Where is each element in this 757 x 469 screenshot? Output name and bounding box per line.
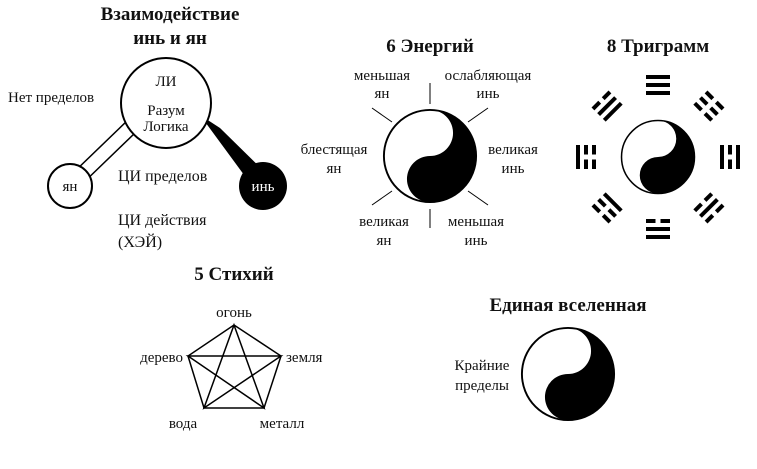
energy-weakening-yin-line2: инь bbox=[477, 86, 500, 102]
elements-pentagram bbox=[185, 322, 284, 410]
hei-label: (ХЭЙ) bbox=[118, 232, 162, 251]
yin-label: инь bbox=[252, 179, 275, 195]
yang-label: ян bbox=[63, 179, 78, 195]
qi-action-label: ЦИ действия bbox=[118, 212, 207, 229]
energies-title: 6 Энергий bbox=[386, 36, 474, 57]
trigram-icon bbox=[591, 90, 623, 122]
logic-label: Логика bbox=[143, 119, 189, 135]
trigram-icon bbox=[646, 219, 670, 239]
element-earth: земля bbox=[286, 350, 323, 366]
eight-trigrams-panel: 8 Триграмм bbox=[576, 36, 740, 239]
energy-weakening-yin-line1: ослабляющая bbox=[445, 68, 532, 84]
qi-limits-label: ЦИ пределов bbox=[118, 168, 208, 185]
energy-shining-yang-line1: блестящая bbox=[301, 142, 368, 158]
element-wood: дерево bbox=[140, 350, 183, 366]
trigrams-taiji-icon bbox=[620, 119, 696, 195]
element-fire: огонь bbox=[216, 305, 252, 321]
yin-yang-interaction-panel: Взаимодействие инь и ян ЛИ Разум Логика … bbox=[8, 4, 287, 251]
li-circle bbox=[120, 57, 212, 149]
trigram-icon bbox=[576, 145, 596, 169]
energy-great-yin-line2: инь bbox=[502, 161, 525, 177]
yang-circle bbox=[47, 163, 93, 209]
universe-title: Единая вселенная bbox=[489, 295, 646, 316]
elements-title: 5 Стихий bbox=[194, 264, 273, 285]
six-energies-panel: 6 Энергий меньшая ян ослабляющая инь бле… bbox=[301, 36, 538, 249]
trigrams-title: 8 Триграмм bbox=[607, 36, 709, 57]
energies-taiji-icon bbox=[382, 108, 478, 204]
trigram-icon bbox=[693, 192, 725, 224]
trigram-icon bbox=[720, 145, 740, 169]
universe-taiji-icon bbox=[520, 326, 616, 422]
extreme-limits-line1: Крайние bbox=[455, 358, 510, 374]
trigram-icon bbox=[591, 192, 623, 224]
energy-rays bbox=[371, 83, 489, 228]
elements-pentagon bbox=[187, 324, 282, 409]
energy-shining-yang-line2: ян bbox=[327, 161, 342, 177]
trigram-icon bbox=[646, 75, 670, 95]
unified-universe-panel: Единая вселенная Крайние пределы bbox=[455, 295, 647, 422]
element-water: вода bbox=[169, 416, 198, 432]
energy-great-yin-line1: великая bbox=[488, 142, 538, 158]
energy-lesser-yin-line2: инь bbox=[465, 233, 488, 249]
no-limits-label: Нет пределов bbox=[8, 90, 94, 106]
extreme-limits-line2: пределы bbox=[455, 378, 509, 394]
li-label: ЛИ bbox=[155, 74, 176, 90]
element-metal: металл bbox=[260, 416, 305, 432]
trigram-icon bbox=[693, 90, 725, 122]
energy-lesser-yin-line1: меньшая bbox=[448, 214, 504, 230]
five-elements-panel: 5 Стихий огонь дерево земля вода металл bbox=[140, 264, 322, 432]
energy-great-yang-line1: великая bbox=[359, 214, 409, 230]
yin-circle bbox=[239, 162, 287, 210]
interaction-title-line2: инь и ян bbox=[133, 28, 207, 49]
energy-lesser-yang-line1: меньшая bbox=[354, 68, 410, 84]
reason-label: Разум bbox=[147, 103, 185, 119]
energy-lesser-yang-line2: ян bbox=[375, 86, 390, 102]
energy-great-yang-line2: ян bbox=[377, 233, 392, 249]
interaction-title-line1: Взаимодействие bbox=[101, 4, 240, 25]
trigram-ring bbox=[576, 75, 740, 239]
